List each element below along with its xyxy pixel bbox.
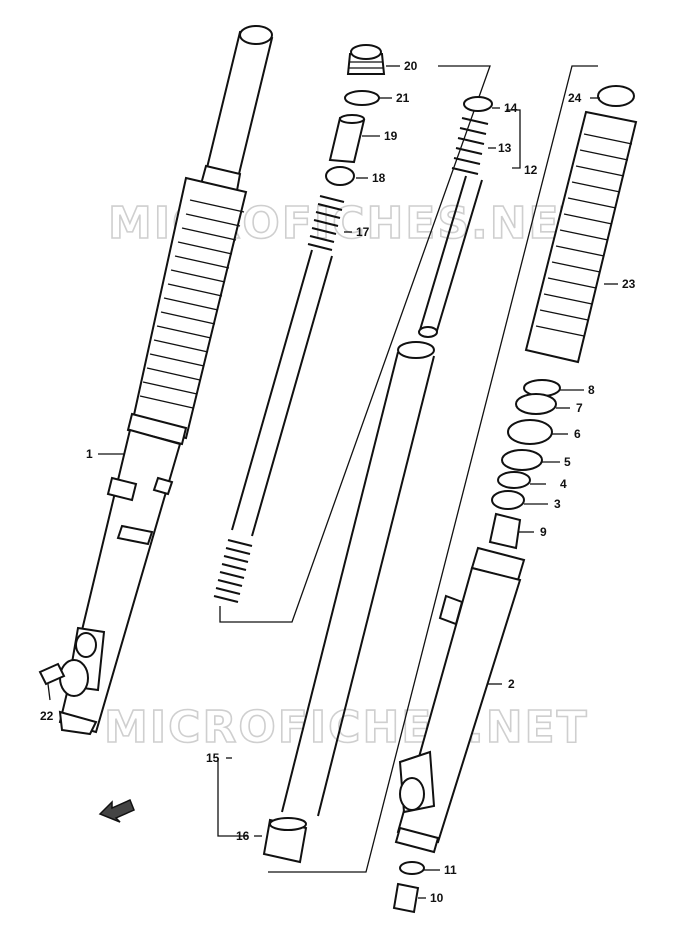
callout-6: 6 bbox=[574, 427, 581, 441]
callout-24: 24 bbox=[568, 91, 582, 105]
callout-11: 11 bbox=[444, 863, 457, 877]
callout-16: 16 bbox=[236, 829, 250, 843]
watermark-bottom: MICROFICHES.NET bbox=[104, 702, 589, 753]
callout-17: 17 bbox=[356, 225, 370, 239]
right-fork-leg bbox=[392, 85, 638, 914]
damper-rod-assembly bbox=[213, 44, 491, 623]
callout-4: 4 bbox=[560, 477, 567, 491]
callout-20: 20 bbox=[404, 59, 418, 73]
callout-2: 2 bbox=[508, 677, 515, 691]
callout-14: 14 bbox=[504, 101, 518, 115]
callout-22: 22 bbox=[40, 709, 54, 723]
callout-1: 1 bbox=[86, 447, 93, 461]
callout-7: 7 bbox=[576, 401, 583, 415]
callout-13: 13 bbox=[498, 141, 512, 155]
left-fork-leg bbox=[38, 25, 274, 736]
callout-5: 5 bbox=[564, 455, 571, 469]
callout-3: 3 bbox=[554, 497, 561, 511]
callout-21: 21 bbox=[396, 91, 410, 105]
arrow-icon bbox=[98, 798, 135, 823]
callout-12: 12 bbox=[524, 163, 538, 177]
callout-10: 10 bbox=[430, 891, 444, 905]
inner-tube-assembly bbox=[217, 65, 598, 873]
callout-8: 8 bbox=[588, 383, 595, 397]
callout-9: 9 bbox=[540, 525, 547, 539]
leader-lines bbox=[47, 65, 618, 899]
callout-labels: 1 2 3 4 5 6 7 8 9 10 11 12 13 14 15 16 1… bbox=[40, 59, 636, 905]
callout-19: 19 bbox=[384, 129, 398, 143]
callout-18: 18 bbox=[372, 171, 386, 185]
callout-15: 15 bbox=[206, 751, 220, 765]
callout-23: 23 bbox=[622, 277, 636, 291]
